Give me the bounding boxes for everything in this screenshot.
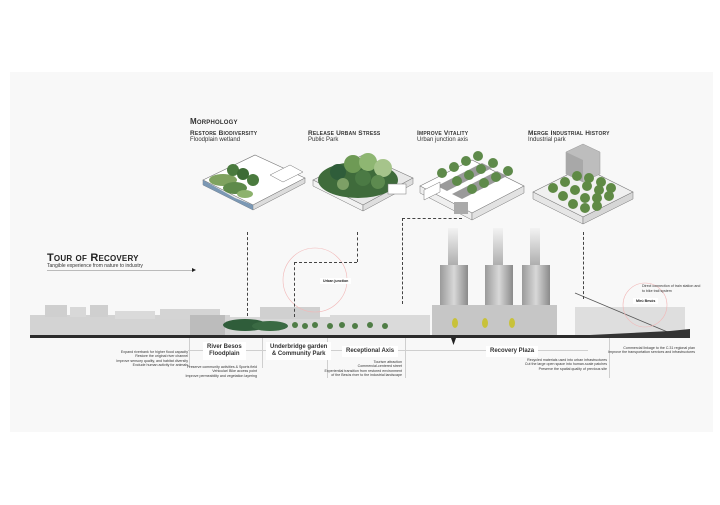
strategy-subtitle: Floodplain wetland — [190, 137, 241, 143]
stage-label-line1: Recovery Plaza — [490, 348, 535, 354]
stage-river-besos-floodplain: River Besos Floodplain — [203, 342, 246, 360]
strategy-subtitle: Industrial park — [528, 137, 566, 143]
stage-divider-1 — [189, 338, 190, 368]
chimney-3 — [530, 228, 540, 268]
iso-industrial-park — [532, 143, 634, 225]
stage-label-line1: River Besos — [207, 344, 242, 350]
chimney-2 — [493, 228, 503, 268]
stage-label-line1: Receptional Axis — [346, 348, 395, 354]
strategy-title: Restore Biodiversity — [190, 130, 258, 137]
note-line: Experiential transition from restored en… — [324, 368, 402, 373]
stage-underbridge-garden: Underbridge garden & Community Park — [266, 342, 332, 360]
stage-divider-2 — [262, 338, 263, 368]
stage-recovery-plaza: Recovery Plaza — [486, 346, 539, 357]
note-line: Improve permeability and vegetation laye… — [185, 373, 257, 378]
iso-public-park — [312, 153, 414, 212]
stage-label-line2: Floodplain — [209, 351, 240, 357]
chimney-base-2 — [485, 265, 513, 305]
leader-park — [357, 232, 358, 262]
besos-tag: Mirú Besòs — [633, 298, 659, 304]
leader-junction-h — [402, 218, 462, 219]
strategy-title: Improve Vitality — [417, 130, 469, 137]
tour-title: Tour of Recovery — [47, 252, 139, 264]
strategy-subtitle: Public Park — [308, 137, 339, 143]
iso-urban-junction-axis — [419, 151, 525, 221]
note-line: Commercial linkage to the C.31 regional … — [623, 346, 695, 350]
morphology-heading: Morphology — [190, 117, 238, 126]
board-panel — [10, 72, 713, 432]
chimney-base-3 — [522, 265, 550, 305]
strategy-restore-biodiversity: Restore Biodiversity Floodplain wetland — [190, 130, 257, 143]
note-line: Expand riverbank for higher flood capaci… — [120, 350, 188, 354]
tour-subtitle: Tangible experience from nature to indus… — [47, 263, 143, 269]
strategy-release-urban-stress: Release Urban Stress Public Park — [308, 130, 380, 143]
strategy-merge-industrial-history: Merge Industrial History Industrial park — [528, 130, 610, 143]
note-line: Preserve the spatial quality of previous… — [538, 366, 607, 371]
stage-divider-5 — [609, 338, 610, 378]
note-line: Tourism attraction — [373, 360, 402, 364]
note-line: Commercial-centered street — [357, 364, 402, 369]
chimney-base-1 — [440, 265, 468, 305]
train-connection-note: Direct connection of train station and t… — [642, 284, 701, 293]
note-line: Restore the original river channel — [135, 354, 188, 359]
leader-junction-v — [402, 218, 403, 304]
note-line: Exclude human activity for animals — [132, 363, 188, 368]
note-line: Improve the transportation services and … — [608, 350, 695, 355]
leader-industrial — [583, 232, 584, 299]
note-line: Improve sensory quality, and habitat div… — [116, 358, 188, 363]
leader-floodplain — [247, 232, 248, 316]
note-line: of the Besòs river to the industrial lan… — [331, 373, 402, 378]
stage-label-line1: Underbridge garden — [270, 344, 328, 350]
note-line: Recycled materials used into urban infra… — [527, 358, 607, 362]
stage-divider-4 — [405, 338, 406, 378]
stage-notes-underbridge: Preserve community activities & Sports f… — [185, 365, 257, 378]
stage-label-line2: & Community Park — [271, 351, 326, 357]
stage-notes-floodplain: Expand riverbank for higher flood capaci… — [116, 350, 188, 368]
chimney-1 — [448, 228, 458, 268]
strategy-title: Release Urban Stress — [308, 130, 381, 137]
tour-arrow-line — [47, 270, 192, 271]
strategy-title: Merge Industrial History — [528, 130, 610, 137]
strategy-subtitle: Urban junction axis — [417, 137, 469, 143]
note-line: Preserve community activities & Sports f… — [187, 365, 257, 369]
strategy-improve-vitality: Improve Vitality Urban junction axis — [417, 130, 468, 143]
note-line: Cut the large open space into human-scal… — [524, 362, 607, 367]
note-line: Vehicular/ Bike access point — [212, 369, 257, 374]
stage-receptional-axis: Receptional Axis — [342, 346, 399, 357]
urban-junction-tag: Urban junction — [320, 278, 352, 284]
stage-notes-commercial-linkage: Commercial linkage to the C.31 regional … — [608, 346, 695, 355]
arrow-right-icon — [192, 268, 196, 272]
stage-notes-receptional-axis: Tourism attraction Commercial-centered s… — [324, 360, 402, 378]
leader-park-h — [294, 262, 357, 263]
leader-park-v2 — [294, 262, 295, 317]
iso-floodplain-wetland — [202, 154, 306, 211]
section-skyline — [30, 247, 690, 345]
stage-notes-recovery-plaza: Recycled materials used into urban infra… — [525, 358, 607, 371]
